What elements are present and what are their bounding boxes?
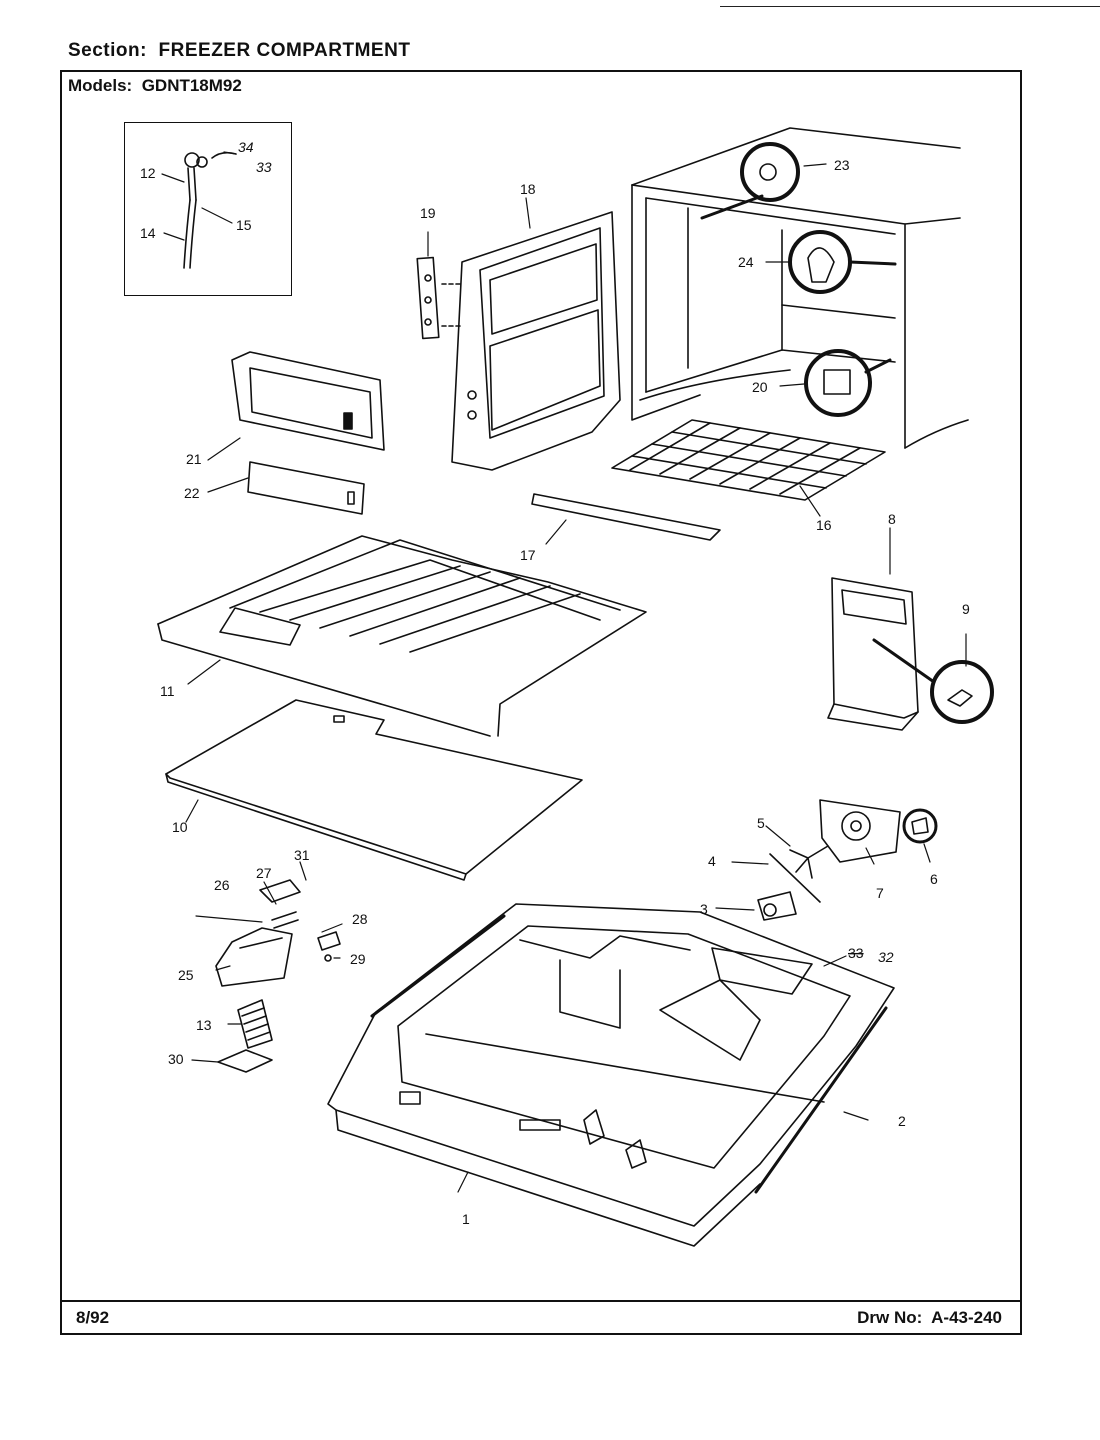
callout-10: 10: [172, 819, 188, 835]
callout-14: 14: [140, 225, 156, 241]
inset-tubing-parts: [183, 151, 237, 269]
callout-31: 31: [294, 847, 310, 863]
callout-13: 13: [196, 1017, 212, 1033]
callout-5: 5: [757, 815, 765, 831]
shelf-panel: [165, 699, 583, 881]
drawing-frame: [60, 70, 1022, 1335]
section-heading: Section: FREEZER COMPARTMENT: [68, 40, 410, 62]
door-liner: [451, 211, 621, 471]
callout-11: 11: [160, 683, 175, 699]
control-housing: [231, 351, 385, 515]
callout-1: 1: [462, 1211, 470, 1227]
models-heading: Models: GDNT18M92: [68, 76, 242, 96]
callout-16: 16: [816, 517, 832, 533]
top-rule: [720, 6, 1100, 7]
callout-28: 28: [352, 911, 368, 927]
callout-29: 29: [350, 951, 366, 967]
freezer-cabinet: [631, 127, 969, 449]
drawing-label: Drw No:: [857, 1308, 923, 1327]
wire-shelf: [531, 419, 886, 541]
fan-motor-assembly: [757, 799, 938, 921]
callout-15: 15: [236, 217, 252, 233]
callout-9: 9: [962, 601, 970, 617]
callout-32-struck: 33: [848, 945, 864, 961]
leader-lines: [161, 151, 967, 1193]
callout-19: 19: [420, 205, 436, 221]
footer-date: 8/92: [76, 1308, 110, 1327]
callout-26: 26: [214, 877, 230, 893]
models-label: Models:: [68, 76, 133, 95]
models-value: GDNT18M92: [141, 76, 242, 95]
callout-32-handwritten: 32: [878, 949, 894, 965]
callout-8: 8: [888, 511, 896, 527]
callout-24: 24: [738, 254, 754, 270]
callout-27: 27: [256, 865, 272, 881]
door-hinge: [416, 256, 463, 340]
callout-17: 17: [520, 547, 536, 563]
callout-34-handwritten: 34: [238, 139, 254, 155]
callout-2: 2: [898, 1113, 906, 1129]
drawing-number: A-43-240: [931, 1308, 1002, 1327]
callout-labels: 1 2 3 4 5 6 7 8 9 10 11 12 13 14 15 16 1…: [140, 139, 970, 1227]
callout-4: 4: [708, 853, 716, 869]
callout-6: 6: [930, 871, 938, 887]
callout-25: 25: [178, 967, 194, 983]
callout-12: 12: [140, 165, 156, 181]
callout-7: 7: [876, 885, 884, 901]
callout-23: 23: [834, 157, 850, 173]
footer-drawing-number: Drw No: A-43-240: [857, 1308, 1002, 1328]
freezer-shelf: [157, 535, 647, 737]
callout-22: 22: [184, 485, 200, 501]
section-label: Section:: [68, 40, 147, 61]
callout-21: 21: [186, 451, 202, 467]
callout-18: 18: [520, 181, 536, 197]
callout-30: 30: [168, 1051, 184, 1067]
detail-inset-box: [124, 122, 292, 296]
air-duct: [827, 577, 994, 731]
footer-rule: [60, 1300, 1022, 1302]
callout-33-handwritten: 33: [256, 159, 272, 175]
base-pan: [327, 903, 895, 1247]
callout-3: 3: [700, 901, 708, 917]
section-value: FREEZER COMPARTMENT: [158, 40, 411, 61]
ice-tray-parts: [215, 879, 341, 1073]
callout-20: 20: [752, 379, 768, 395]
